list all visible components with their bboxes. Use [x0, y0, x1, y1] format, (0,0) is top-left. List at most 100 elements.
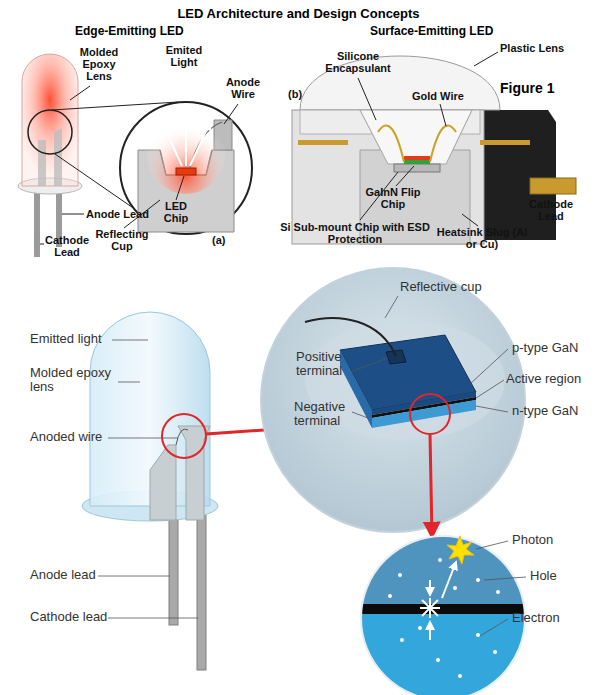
- part-label: Cathode Lead: [526, 198, 576, 222]
- junction-zoom-part-part-part: [418, 626, 422, 630]
- leader-lines-b-part: [462, 214, 478, 226]
- leader-lines-a-part: [70, 86, 90, 100]
- small-red-led-part: [38, 140, 46, 186]
- bottom-left-leaders-part: [98, 576, 170, 577]
- junction-zoom-part-part-part: [453, 586, 457, 590]
- figure-label: (b): [288, 88, 302, 100]
- section-heading: Edge-Emitting LED: [75, 24, 184, 38]
- power-led-package-part: [480, 140, 530, 145]
- power-led-package-part: [404, 160, 430, 164]
- large-blue-led-part: [150, 445, 176, 520]
- zoom-circle-a-part: [190, 122, 210, 166]
- chip-zoom-circle-part: [261, 268, 525, 532]
- leader-lines-a: [40, 86, 238, 244]
- junction-zoom-part-part-part: [388, 594, 392, 598]
- junction-zoom: [360, 535, 530, 695]
- large-blue-led: [82, 312, 292, 670]
- junction-zoom-part-part-part: [420, 607, 440, 609]
- part-label: Molded Epoxy Lens: [76, 46, 122, 82]
- leader-lines-a-part: [40, 244, 44, 245]
- junction-zoom-part: [360, 535, 530, 695]
- chip-zoom-circle-part: [340, 350, 372, 428]
- figure-label: (a): [212, 234, 225, 246]
- junction-zoom-part-part-part: [496, 590, 500, 594]
- part-label: Negative terminal: [294, 400, 358, 429]
- leader-lines-a-part: [224, 104, 238, 124]
- part-label: Gold Wire: [412, 90, 464, 102]
- part-label: Cathode lead: [30, 610, 107, 624]
- large-blue-led-part: [197, 505, 206, 670]
- part-label: Anode lead: [30, 568, 96, 582]
- bottom-left-leaders: [98, 340, 198, 618]
- power-led-package-part: [404, 156, 430, 160]
- part-label: GaInN Flip Chip: [362, 186, 424, 210]
- junction-zoom-part-part-part: [493, 650, 497, 654]
- power-led-package-part: [530, 178, 576, 194]
- part-label: Heatsink Slug (Al or Cu): [432, 226, 532, 250]
- part-label: LED Chip: [154, 200, 198, 224]
- leader-lines-a-part: [62, 214, 84, 215]
- leader-lines-b-part: [358, 78, 376, 120]
- power-led-package: [292, 56, 576, 244]
- part-label: Si Sub-mount Chip with ESD Protection: [280, 221, 430, 245]
- power-led-package-part: [378, 125, 404, 162]
- small-red-led-part: [22, 54, 78, 186]
- large-blue-led-part: [169, 505, 178, 625]
- junction-zoom-part-part: [360, 604, 530, 614]
- part-label: Anode Lead: [86, 208, 149, 220]
- part-label: Photon: [512, 533, 553, 547]
- junction-zoom-part-part-part: [398, 573, 402, 577]
- junction-zoom-part-part-part: [476, 578, 480, 582]
- part-label: Reflective cup: [400, 280, 482, 294]
- small-red-led: [18, 54, 82, 257]
- part-label: Silicone Encapsulant: [316, 50, 400, 74]
- chip-leaders-part: [476, 406, 508, 412]
- junction-zoom-part-part-part: [429, 622, 431, 640]
- small-red-led-part: [54, 128, 62, 186]
- bottom-left-leaders-part: [108, 438, 178, 439]
- leader-lines-b: [358, 52, 498, 226]
- power-led-package-part: [394, 164, 440, 172]
- chip-leaders-part: [352, 412, 368, 418]
- part-label: Plastic Lens: [500, 42, 564, 54]
- part-label: n-type GaN: [512, 404, 578, 418]
- junction-zoom-part: [361, 536, 525, 695]
- large-blue-led-part: [176, 429, 188, 445]
- leader-lines-b-part: [440, 104, 446, 126]
- part-label: Emited Light: [162, 44, 206, 68]
- bottom-left-leaders-part: [108, 618, 198, 619]
- chip-zoom-circle: [261, 268, 525, 536]
- zoom-circle-a-part: [190, 122, 222, 168]
- chip-zoom-circle-part: [386, 350, 406, 364]
- figure-label: Figure 1: [500, 80, 554, 96]
- zoom-circle-a-part: [162, 122, 182, 166]
- leader-lines-b-part: [474, 52, 498, 66]
- small-red-led-part: [28, 110, 72, 154]
- part-label: Electron: [512, 611, 560, 625]
- chip-zoom-circle-part: [372, 400, 476, 428]
- junction-leaders-part: [480, 619, 508, 636]
- junction-zoom-part-part-part: [438, 558, 442, 562]
- zoom-circle-a-part: [176, 168, 196, 175]
- chip-leaders-part: [385, 296, 398, 318]
- leader-lines-b-part: [396, 166, 414, 186]
- chip-leaders-part: [476, 380, 504, 398]
- power-led-package-part: [298, 140, 348, 145]
- bottom-left-leaders-part: [118, 382, 140, 383]
- chip-leaders-part: [350, 358, 388, 372]
- bottom-left-leaders-part: [112, 340, 148, 341]
- junction-zoom-part-part-part: [429, 580, 431, 595]
- small-red-led-part: [34, 185, 40, 257]
- chip-leaders: [350, 296, 508, 418]
- power-led-package-part: [430, 125, 456, 162]
- part-label: Active region: [506, 372, 581, 386]
- chip-zoom-circle-part: [410, 394, 450, 434]
- junction-zoom-part-part: [360, 614, 530, 695]
- junction-leaders-part: [484, 577, 526, 580]
- zoom-circle-a-part: [185, 112, 187, 166]
- chip-zoom-circle-part: [430, 434, 432, 536]
- part-label: Molded epoxy lens: [30, 366, 116, 395]
- diagram-title: LED Architecture and Design Concepts: [0, 6, 597, 21]
